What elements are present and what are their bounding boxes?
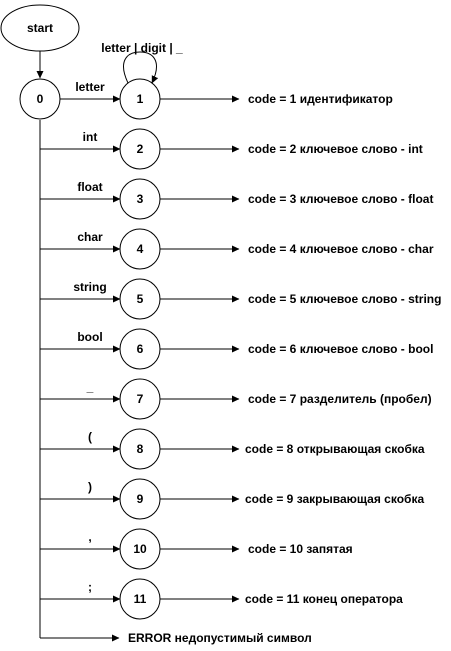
state-10-label: 10	[133, 542, 147, 556]
code-text-1: code = 1 идентификатор	[248, 92, 393, 106]
code-text-3: code = 3 ключевое слово - float	[248, 192, 433, 206]
edge-label-5: string	[73, 280, 106, 294]
state-8-label: 8	[137, 442, 144, 456]
self-loop	[123, 51, 159, 84]
edge-label-2: int	[83, 130, 98, 144]
code-text-11: code = 11 конец оператора	[245, 592, 403, 606]
state-7-label: 7	[137, 392, 144, 406]
start-label: start	[27, 21, 53, 35]
edge-label-7: _	[86, 380, 94, 394]
state-4-label: 4	[137, 242, 144, 256]
edge-label-9: )	[88, 480, 92, 494]
code-text-8: code = 8 открывающая скобка	[245, 442, 425, 456]
edge-label-8: (	[88, 430, 92, 444]
edge-label-4: char	[77, 230, 103, 244]
state-3-label: 3	[137, 192, 144, 206]
transition-rows: letter 1 code = 1 идентификатор int 2 code = …	[40, 78, 441, 620]
error-text: ERROR недопустимый символ	[128, 631, 312, 645]
state-9-label: 9	[137, 492, 144, 506]
state-6-label: 6	[137, 342, 144, 356]
code-text-5: code = 5 ключевое слово - string	[248, 292, 441, 306]
edge-label-6: bool	[77, 330, 102, 344]
edge-label-1: letter	[75, 80, 105, 94]
state-1-label: 1	[137, 92, 144, 106]
code-text-4: code = 4 ключевое слово - char	[248, 242, 434, 256]
code-text-7: code = 7 разделитель (пробел)	[248, 392, 432, 406]
edge-label-3: float	[77, 180, 102, 194]
code-text-9: code = 9 закрывающая скобка	[245, 492, 424, 506]
self-loop-label: letter | digit | _	[101, 41, 183, 55]
state-5-label: 5	[137, 292, 144, 306]
edge-label-11: ;	[88, 580, 92, 594]
code-text-10: code = 10 запятая	[248, 542, 353, 556]
state-11-label: 11	[134, 592, 147, 606]
edge-label-10: ,	[88, 530, 91, 544]
state-0-label: 0	[37, 92, 44, 106]
code-text-2: code = 2 ключевое слово - int	[248, 142, 423, 156]
state-2-label: 2	[137, 142, 144, 156]
code-text-6: code = 6 ключевое слово - bool	[248, 342, 433, 356]
